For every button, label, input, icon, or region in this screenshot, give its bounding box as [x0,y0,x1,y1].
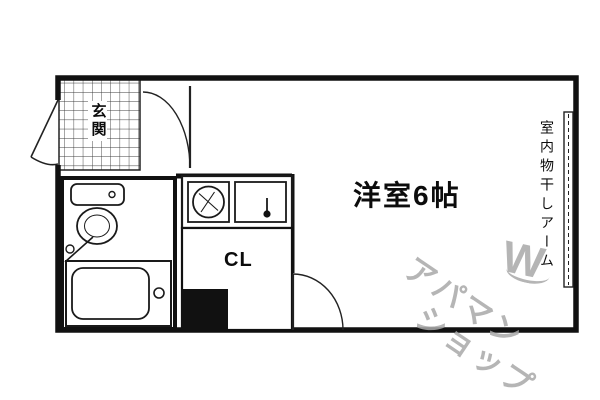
stove-icon [187,181,230,223]
faucet-icon [263,210,271,218]
outer-walls [55,75,579,333]
closet-black-post [182,289,228,330]
sink-icon [234,181,287,223]
bathroom-unit [60,176,177,331]
drying-arm-icon [563,111,574,288]
closet-label: CL [224,249,253,271]
room-door-arc [291,273,344,331]
toilet-icon [70,183,125,245]
bathtub-icon [65,260,172,327]
entrance-door-arc [142,86,192,169]
main-room-label: 洋室6帖 [353,180,461,211]
front-door-swing [30,99,59,166]
bathroom-door-line [64,236,94,263]
closet [180,226,294,332]
kitchen-counter [180,174,294,230]
drying-arm-label: 室内物干しアーム [539,120,555,272]
entrance-label: 玄関 [88,101,107,141]
